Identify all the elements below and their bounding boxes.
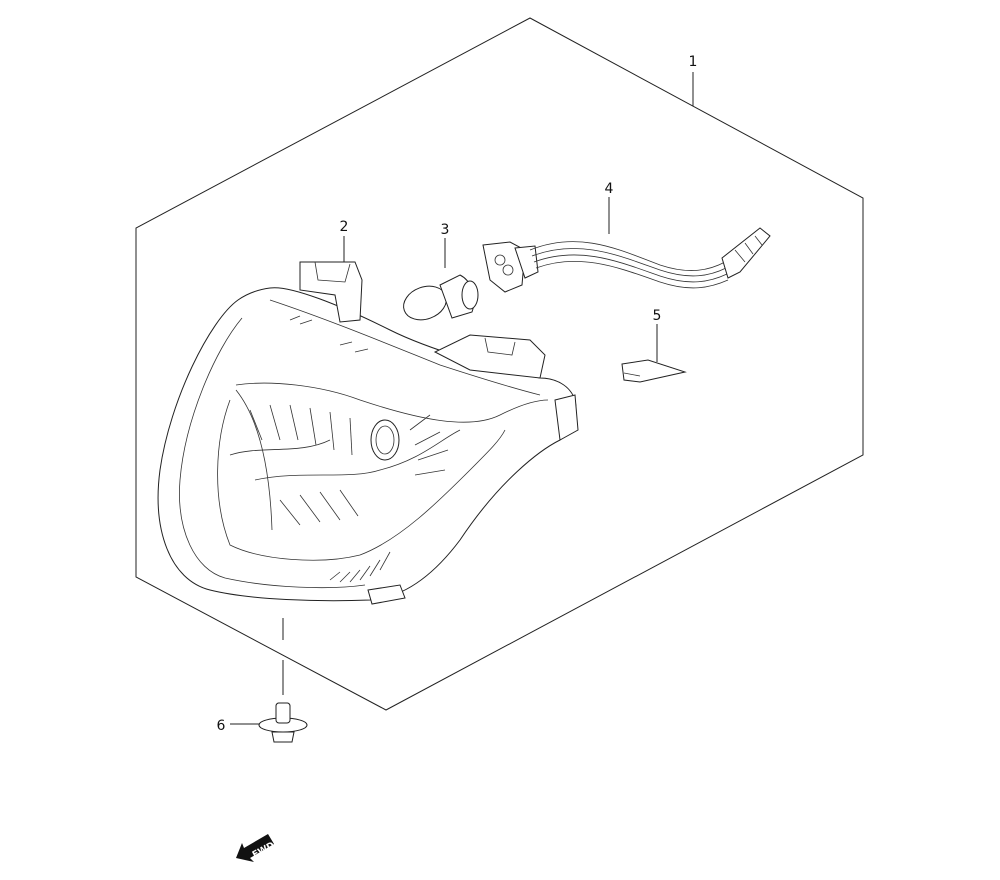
bulb: [403, 274, 479, 321]
headlight-housing: [157, 261, 579, 605]
callout-6: 6: [216, 718, 226, 734]
socket-harness: [482, 227, 771, 293]
assembly-outline: [135, 17, 864, 711]
harness-tape: [721, 227, 771, 279]
rim-hatching: [289, 315, 391, 583]
side-tab: [554, 394, 579, 441]
callout-4: 4: [604, 181, 614, 197]
screw: [258, 702, 308, 743]
callout-2: 2: [339, 219, 349, 235]
callout-5: 5: [652, 308, 662, 324]
right-tab: [433, 334, 546, 379]
callout-3: 3: [440, 222, 450, 238]
cushion-pad: [621, 359, 687, 383]
lens-center: [370, 419, 400, 461]
callout-1: 1: [688, 54, 698, 70]
reflector-ribs: [249, 404, 449, 526]
fwd-direction-icon: FWD: [236, 834, 276, 862]
bottom-tab: [367, 584, 406, 605]
